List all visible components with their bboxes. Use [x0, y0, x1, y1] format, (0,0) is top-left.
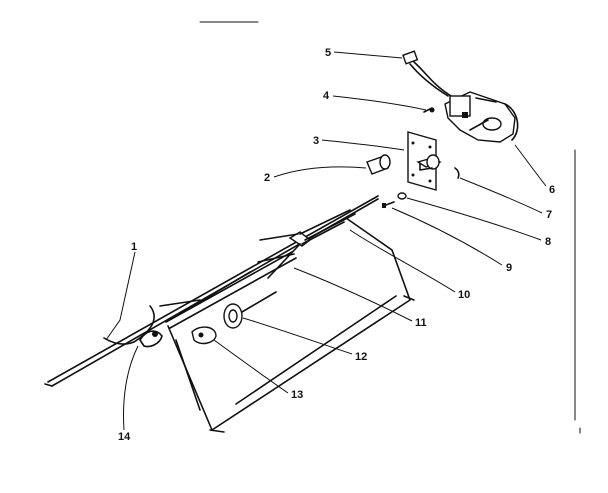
- motor-housing-part: [444, 91, 519, 143]
- callout-10: 10: [458, 289, 470, 301]
- thumb-screw-part: [191, 326, 217, 345]
- washer-part: [397, 192, 407, 200]
- leader-lines: [105, 51, 547, 431]
- callout-2: 2: [264, 172, 270, 184]
- set-screw-part: [382, 201, 395, 208]
- callout-8: 8: [545, 236, 551, 248]
- mounting-plate-part: [407, 131, 442, 191]
- collar-wheel-part: [223, 291, 277, 329]
- front-fork-part: [159, 251, 297, 329]
- callout-5: 5: [325, 47, 331, 59]
- callout-12: 12: [355, 351, 367, 363]
- spit-stand-part: [167, 217, 415, 433]
- callout-4: 4: [323, 90, 330, 102]
- sleeve-part: [366, 154, 391, 175]
- callout-1: 1: [131, 241, 137, 253]
- callout-6: 6: [549, 184, 555, 196]
- screw-part-4: [423, 107, 435, 113]
- power-plug-part: [402, 50, 459, 101]
- spit-rod-part: [44, 195, 379, 387]
- callout-3: 3: [313, 135, 319, 147]
- callout-7: 7: [546, 209, 552, 221]
- callout-11: 11: [415, 317, 427, 329]
- callout-14: 14: [118, 431, 131, 443]
- callout-13: 13: [291, 389, 303, 401]
- callout-9: 9: [506, 262, 512, 274]
- clip-part-7: [454, 167, 460, 179]
